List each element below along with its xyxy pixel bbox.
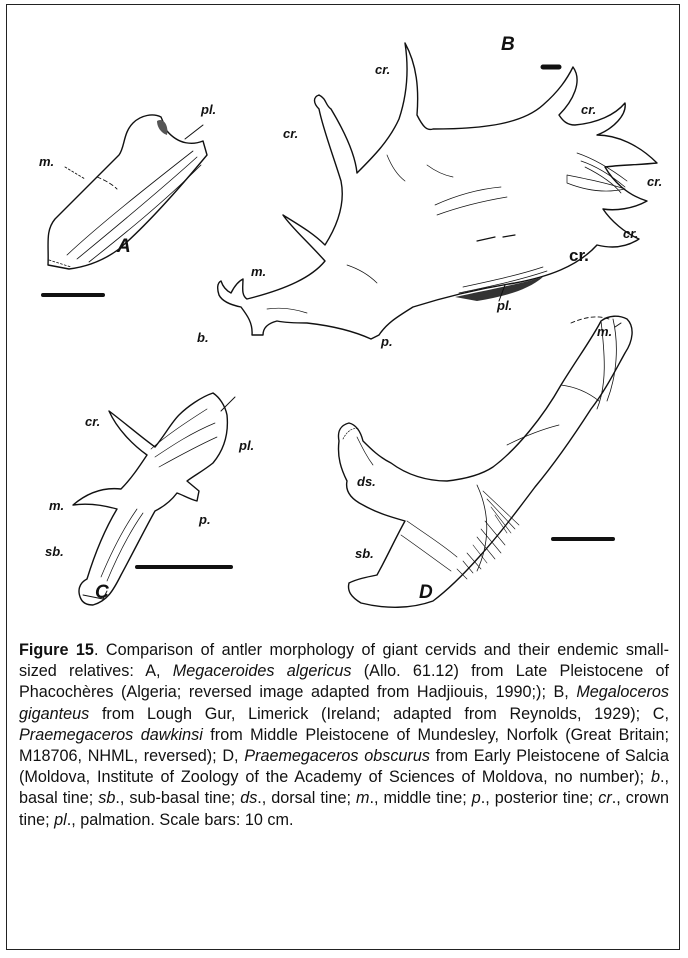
caption-italic-term: sb	[98, 789, 115, 807]
caption-text: ., posterior tine;	[481, 789, 599, 807]
caption-text: ., sub-basal tine;	[115, 789, 240, 807]
label-c-cr: cr.	[85, 415, 100, 428]
label-c-sb: sb.	[45, 545, 64, 558]
label-c-p: p.	[199, 513, 211, 526]
label-d-sb: sb.	[355, 547, 374, 560]
caption-italic-term: cr	[598, 789, 611, 807]
panel-letter-a: A	[117, 237, 131, 256]
caption-body: . Comparison of antler morphology of gia…	[19, 641, 669, 829]
figure-frame: pl. m. A B cr. cr. cr. cr. cr. cr. m. pl…	[6, 4, 680, 950]
caption-italic-term: Praemegaceros obscurus	[244, 747, 430, 765]
label-a-pl: pl.	[201, 103, 216, 116]
label-c-pl: pl.	[239, 439, 254, 452]
caption-text: ., middle tine;	[369, 789, 471, 807]
figure-label: Figure 15	[19, 641, 94, 659]
panel-letter-d: D	[419, 583, 433, 602]
antler-d	[338, 316, 632, 607]
label-b-cr-1: cr.	[375, 63, 390, 76]
caption-text: ., dorsal tine;	[257, 789, 356, 807]
antler-b	[218, 43, 657, 339]
label-b-p: p.	[381, 335, 393, 348]
caption-italic-term: p	[472, 789, 481, 807]
label-b-b: b.	[197, 331, 209, 344]
panel-letter-b: B	[501, 35, 515, 54]
label-b-cr-6: cr.	[569, 247, 589, 264]
label-b-cr-2: cr.	[581, 103, 596, 116]
label-d-m: m.	[597, 325, 612, 338]
caption-italic-term: b	[651, 768, 660, 786]
caption-italic-term: Megaceroides algericus	[173, 662, 352, 680]
caption-italic-term: ds	[240, 789, 257, 807]
label-b-cr-5: cr.	[623, 227, 638, 240]
caption-text: from Lough Gur, Limerick (Ireland; adapt…	[89, 705, 669, 723]
panel-letter-c: C	[95, 583, 109, 602]
label-d-ds: ds.	[357, 475, 376, 488]
label-b-m: m.	[251, 265, 266, 278]
figure-illustration	[7, 5, 681, 625]
figure-caption: Figure 15. Comparison of antler morpholo…	[19, 640, 669, 831]
caption-italic-term: Praemegaceros dawkinsi	[19, 726, 203, 744]
label-b-pl: pl.	[497, 299, 512, 312]
caption-italic-term: m	[356, 789, 369, 807]
label-c-m: m.	[49, 499, 64, 512]
label-b-cr-4: cr.	[647, 175, 662, 188]
caption-italic-term: pl	[54, 811, 67, 829]
label-b-cr-3: cr.	[283, 127, 298, 140]
label-a-m: m.	[39, 155, 54, 168]
caption-text: ., palmation. Scale bars: 10 cm.	[67, 811, 294, 829]
